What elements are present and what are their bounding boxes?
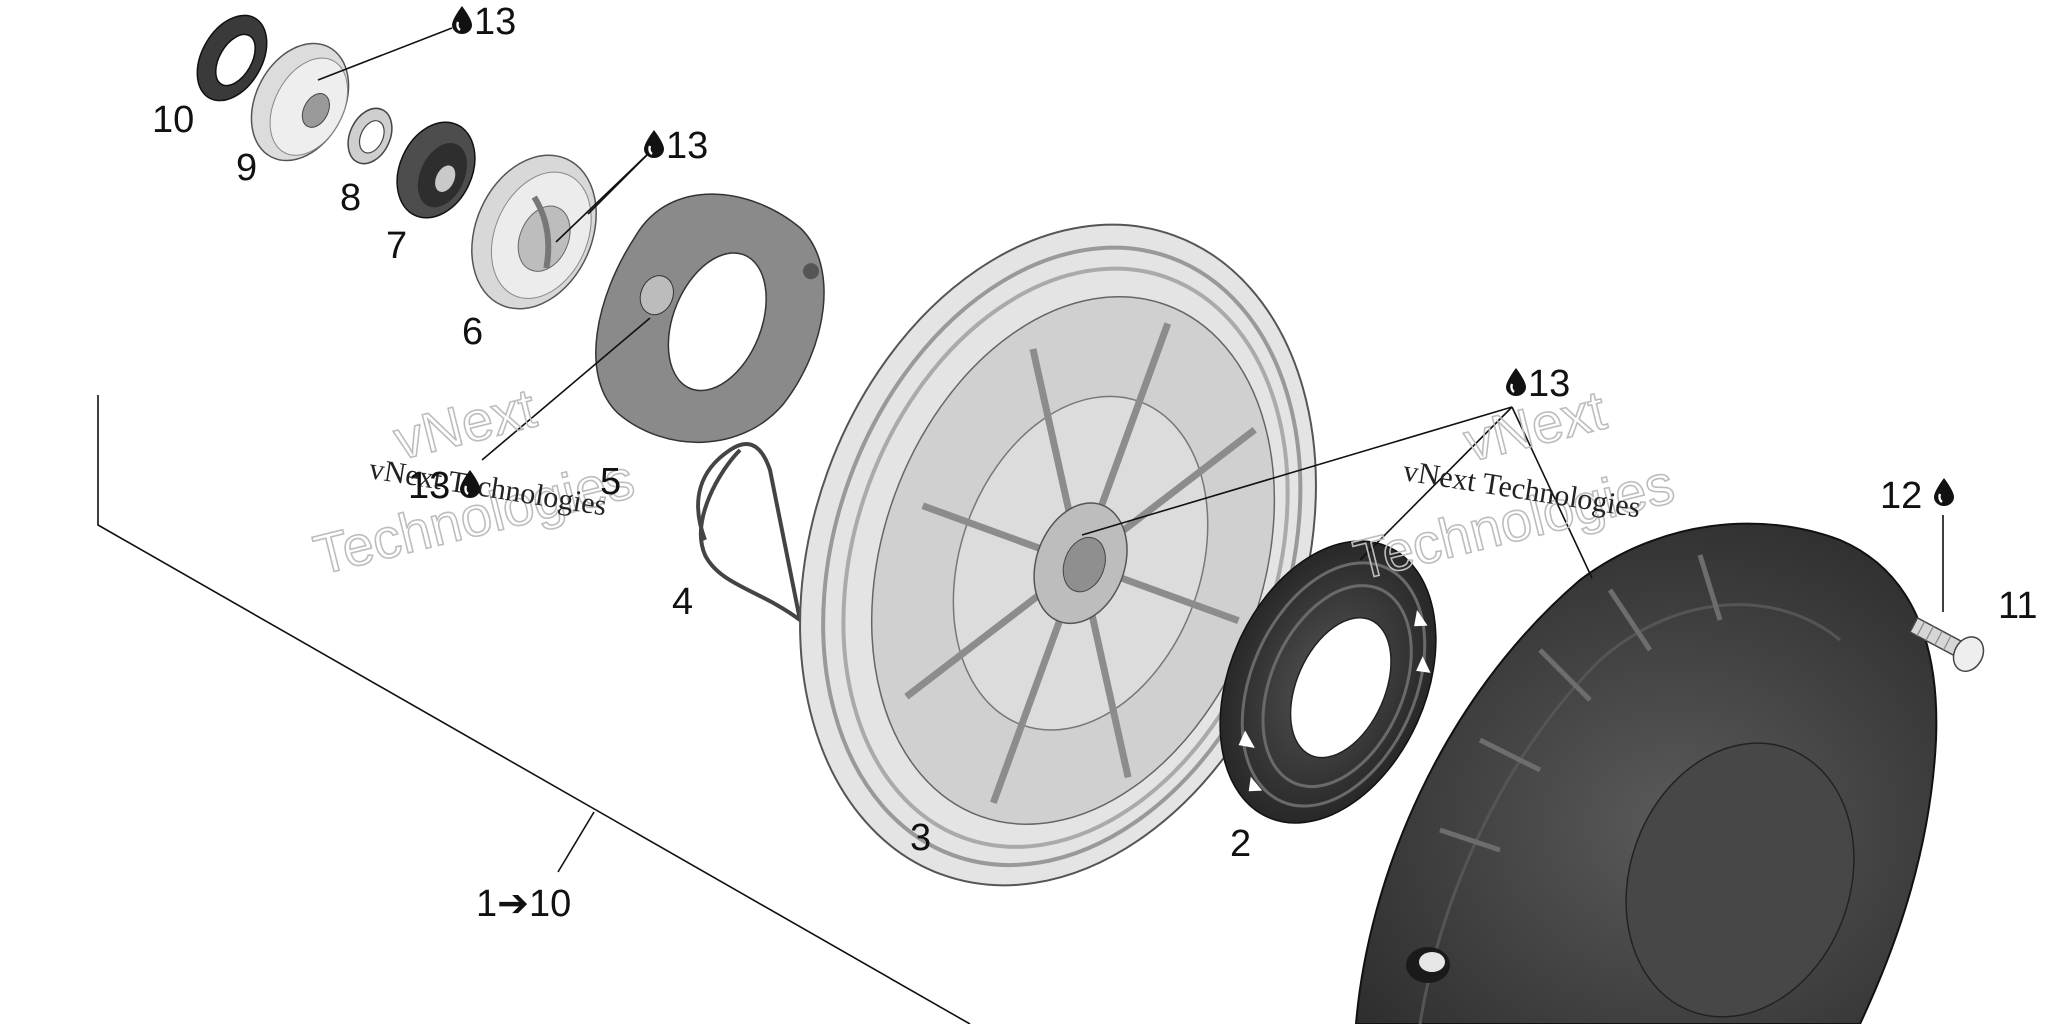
- callout-11: 11: [1998, 585, 2037, 627]
- watermark-outline-vnext-left: vNext: [388, 376, 543, 472]
- lube-label: 13: [1528, 363, 1570, 405]
- part-4-wire-guide: [696, 442, 803, 625]
- callout-10: 10: [152, 99, 194, 141]
- oil-drop-icon: [452, 6, 472, 34]
- lube-label: 13: [666, 125, 708, 167]
- part-1-housing-cover: [1354, 522, 1938, 1024]
- callout-12: 12: [1880, 475, 1922, 517]
- callout-2: 2: [1230, 823, 1251, 865]
- callout-3: 3: [910, 817, 931, 859]
- callout-5: 5: [600, 461, 621, 503]
- part-8-washer: [347, 107, 393, 165]
- part-5-guide-plate: [595, 193, 825, 444]
- lube-callout-13-a: 13: [452, 1, 516, 43]
- oil-drop-icon: [644, 130, 664, 158]
- lube-label: 13: [474, 1, 516, 43]
- assembly-bracket: [97, 395, 971, 1024]
- callout-8: 8: [340, 177, 361, 219]
- part-10-seal: [196, 14, 268, 102]
- callout-7: 7: [386, 225, 407, 267]
- part-3-pulley: [799, 223, 1317, 887]
- callout-4: 4: [672, 581, 693, 623]
- oil-drop-icon: [1934, 478, 1954, 506]
- callout-1-to-10: 1➔10: [476, 883, 571, 925]
- lube-callout-13-c: 13: [408, 465, 480, 507]
- lube-callout-13-b: 13: [644, 125, 708, 167]
- part-6-ratchet: [471, 154, 597, 310]
- oil-drop-icon: [1506, 368, 1526, 396]
- lube-label: 13: [408, 465, 450, 507]
- part-2-spring: [1219, 540, 1437, 824]
- leader-lines: [317, 27, 1944, 612]
- part-9-flange: [250, 42, 350, 162]
- callout-9: 9: [236, 147, 257, 189]
- part-11-screw: [1908, 616, 1985, 673]
- part-7-cap: [396, 121, 476, 219]
- callout-6: 6: [462, 311, 483, 353]
- lube-callout-13-d: 13: [1506, 363, 1570, 405]
